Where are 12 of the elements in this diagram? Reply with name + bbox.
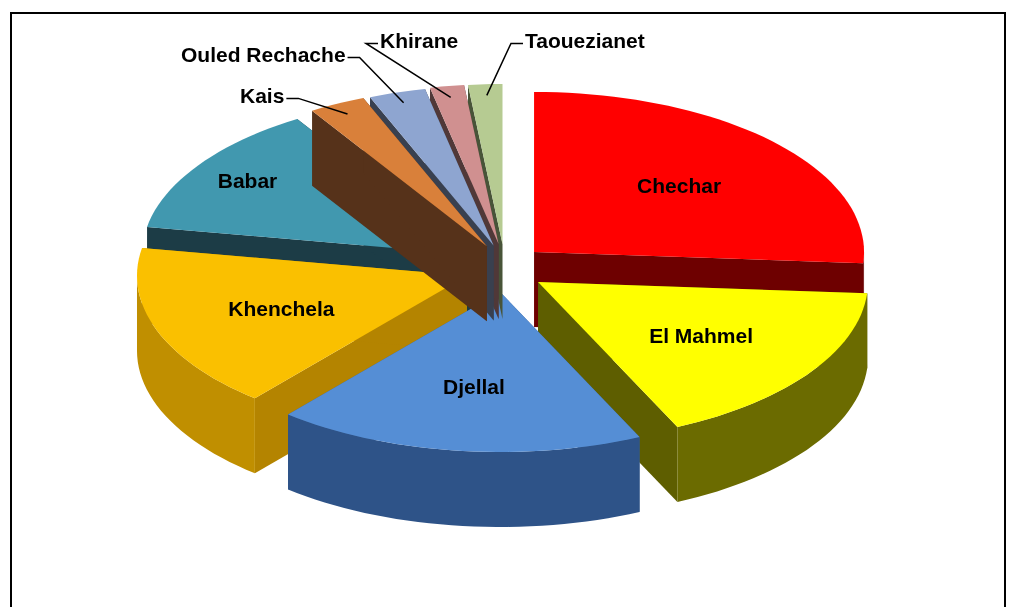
slice-label: Khenchela (228, 297, 335, 322)
category-label: Taouezianet (525, 29, 645, 53)
leader-line (363, 42, 452, 99)
slice-label: El Mahmel (649, 323, 754, 348)
category-label: Ouled Rechache (181, 43, 346, 67)
category-label: Kais (240, 84, 285, 108)
leader-line (285, 97, 349, 115)
category-label: Khirane (380, 29, 459, 53)
slice-label: Babar (217, 169, 278, 194)
leader-line (486, 42, 524, 97)
slice-label: Chechar (637, 174, 722, 199)
slice-label: Djellal (443, 374, 505, 399)
